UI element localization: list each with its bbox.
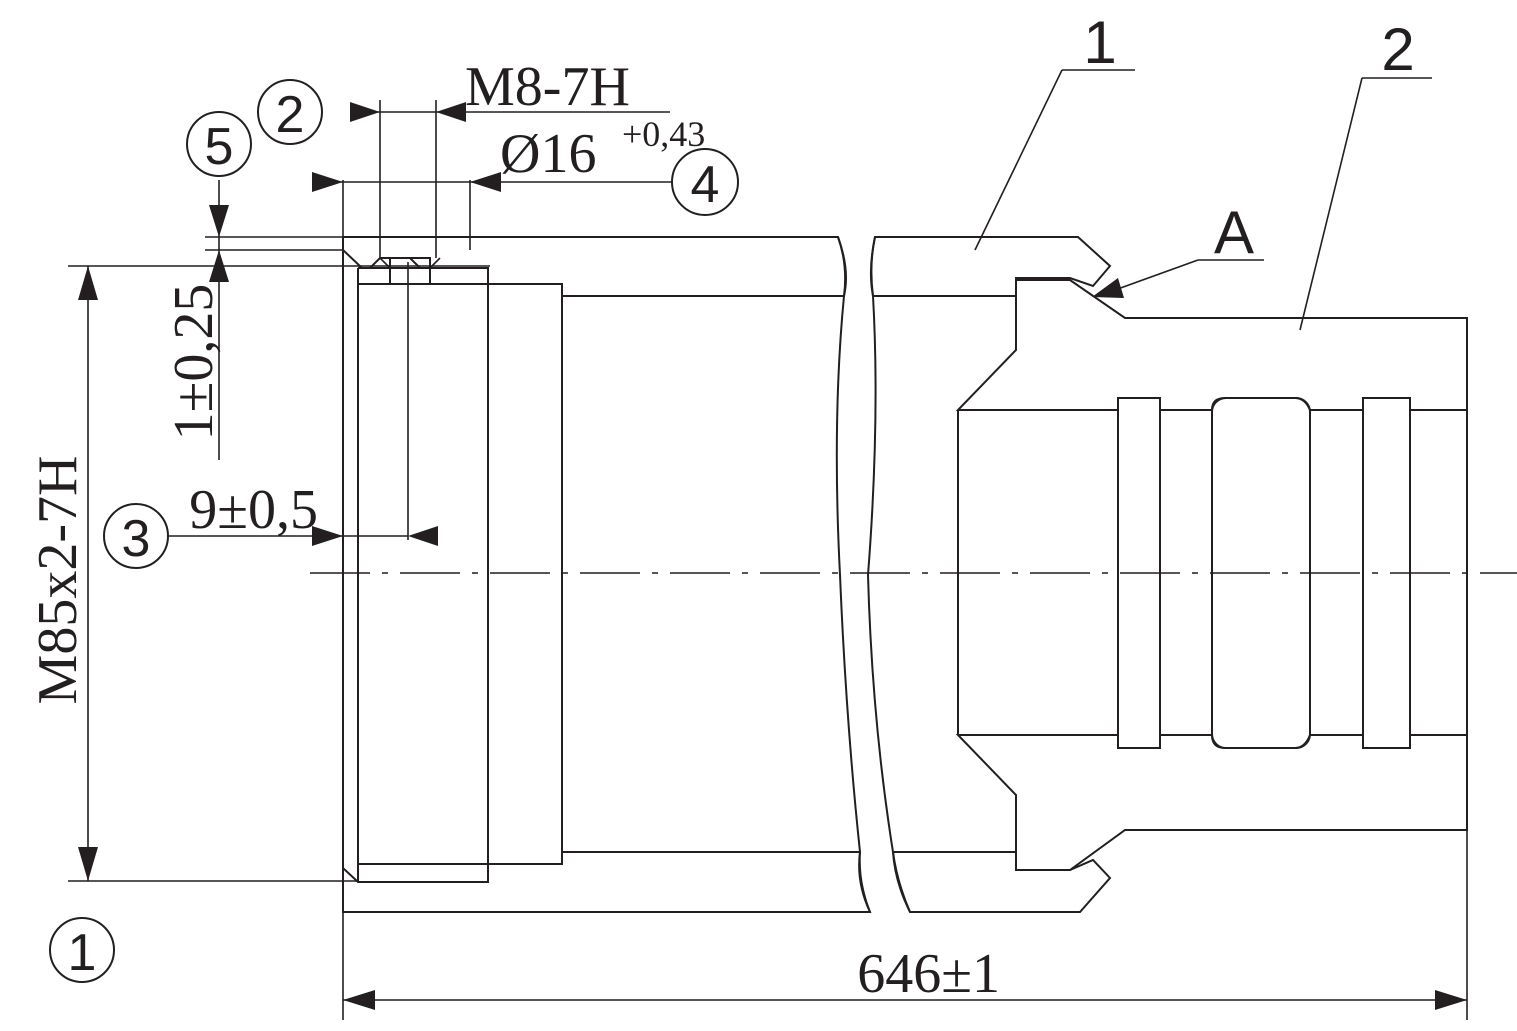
fitting-top-wall bbox=[955, 279, 1468, 411]
pipe-part-1 bbox=[342, 236, 1112, 913]
break-line-right bbox=[866, 236, 911, 913]
offset-label: 9±0,5 bbox=[189, 479, 318, 541]
overall-length-label: 646±1 bbox=[857, 943, 1000, 1005]
hole-diameter-label: Ø16 bbox=[500, 123, 596, 185]
part-2-label: 2 bbox=[1381, 16, 1414, 83]
fitting-part-2 bbox=[955, 279, 1468, 871]
svg-text:1: 1 bbox=[68, 924, 97, 982]
tapped-hole bbox=[389, 257, 431, 285]
depth-label: 1±0,25 bbox=[163, 284, 225, 441]
fitting-bottom-wall bbox=[955, 734, 1468, 871]
callout-bubble-2: 2 bbox=[257, 79, 323, 145]
main-thread-label: M85x2-7H bbox=[27, 456, 89, 705]
callout-bubble-3: 3 bbox=[103, 503, 169, 569]
part-1-label: 1 bbox=[1083, 9, 1116, 76]
pipe-bottom-wall-right bbox=[891, 851, 1112, 913]
svg-text:5: 5 bbox=[205, 118, 234, 176]
callout-bubble-5: 5 bbox=[186, 111, 252, 177]
callout-bubble-4: 4 bbox=[671, 148, 739, 216]
pipe-top-wall-right bbox=[870, 236, 1112, 297]
break-line-left bbox=[835, 236, 871, 913]
callout-bubble-1: 1 bbox=[49, 917, 115, 983]
svg-text:4: 4 bbox=[691, 156, 720, 214]
hole-tolerance-label: +0,43 bbox=[622, 114, 705, 154]
svg-text:2: 2 bbox=[276, 86, 305, 144]
dimension-lines bbox=[68, 69, 1468, 1020]
thread-small-label: M8-7H bbox=[465, 56, 630, 118]
svg-text:3: 3 bbox=[122, 510, 151, 568]
view-a-label: A bbox=[1214, 199, 1254, 266]
